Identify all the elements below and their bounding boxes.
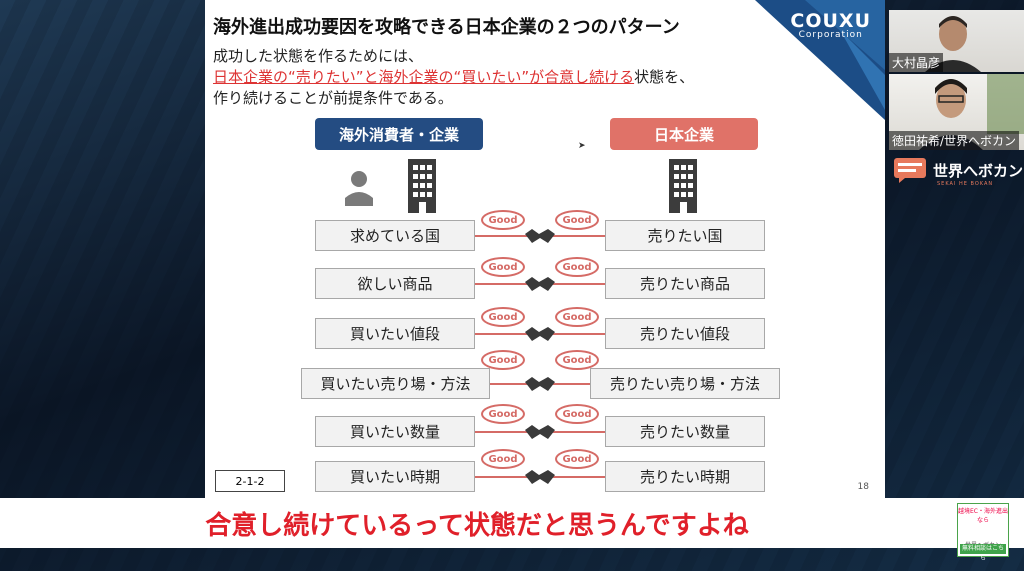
caption-text: 合意し続けているって状態だと思うんですよね bbox=[205, 510, 749, 541]
good-bubble-left: Good bbox=[481, 307, 525, 327]
row-left-box: 買いたい数量 bbox=[315, 416, 475, 447]
slide-title: 海外進出成功要因を攻略できる日本企業の２つのパターン bbox=[213, 17, 680, 38]
good-bubble-right: Good bbox=[555, 449, 599, 469]
page-number: 18 bbox=[857, 482, 869, 492]
handshake-icon bbox=[525, 470, 555, 484]
row-right-box: 売りたい値段 bbox=[605, 318, 765, 349]
mouse-cursor-icon: ➤ bbox=[578, 141, 586, 151]
subtitle-bar: 合意し続けているって状態だと思うんですよね bbox=[0, 498, 1024, 548]
building-icon-left bbox=[408, 159, 436, 213]
brand-mark-icon bbox=[894, 158, 926, 183]
intro-line-3: 作り続けることが前提条件である。 bbox=[213, 89, 453, 107]
participant-name-2: 徳田祐希/世界へボカン bbox=[889, 131, 1020, 150]
row-left-box: 求めている国 bbox=[315, 220, 475, 251]
row-right-box: 売りたい国 bbox=[605, 220, 765, 251]
participant-name-1: 大村晶彦 bbox=[889, 53, 944, 72]
slide-code: 2-1-2 bbox=[215, 470, 285, 492]
building-icon-right bbox=[669, 159, 697, 213]
slide-intro: 成功した状態を作るためには、 日本企業の“売りたい”と海外企業の“買いたい”が合… bbox=[213, 46, 694, 109]
good-bubble-left: Good bbox=[481, 257, 525, 277]
participant-video-1[interactable]: 大村晶彦 bbox=[889, 10, 1024, 72]
intro-highlight: 日本企業の“売りたい”と海外企業の“買いたい”が合意し続ける bbox=[213, 68, 635, 86]
participant-video-2[interactable]: 徳田祐希/世界へボカン bbox=[889, 74, 1024, 150]
handshake-icon bbox=[525, 277, 555, 291]
brand-tagline: SEKAI HE BOKAN bbox=[937, 181, 994, 187]
intro-line-2: 日本企業の“売りたい”と海外企業の“買いたい”が合意し続ける状態を、 bbox=[213, 67, 694, 88]
good-bubble-left: Good bbox=[481, 404, 525, 424]
logo-sub-text: Corporation bbox=[798, 30, 863, 40]
good-bubble-right: Good bbox=[555, 257, 599, 277]
slide-corner-decoration bbox=[755, 0, 885, 120]
row-left-box: 買いたい時期 bbox=[315, 461, 475, 492]
handshake-icon bbox=[525, 377, 555, 391]
person-icon bbox=[345, 171, 373, 206]
row-left-box: 買いたい値段 bbox=[315, 318, 475, 349]
brand-logo: 世界へボカン bbox=[893, 157, 1023, 183]
good-bubble-right: Good bbox=[555, 404, 599, 424]
header-overseas-consumers: 海外消費者・企業 bbox=[315, 118, 483, 150]
good-bubble-right: Good bbox=[555, 210, 599, 230]
ad-banner[interactable]: 越境EC・海外進出なら 世界へボカン 無料相談はこちら bbox=[957, 503, 1009, 562]
brand-name: 世界へボカン bbox=[933, 161, 1024, 180]
good-bubble-left: Good bbox=[481, 210, 525, 230]
ad-top-text: 越境EC・海外進出なら bbox=[958, 508, 1008, 524]
handshake-icon bbox=[525, 229, 555, 243]
row-left-box: 欲しい商品 bbox=[315, 268, 475, 299]
ad-consult-button[interactable]: 無料相談はこちら bbox=[960, 544, 1006, 562]
presentation-slide: COUXU Corporation 海外進出成功要因を攻略できる日本企業の２つの… bbox=[205, 0, 885, 498]
good-bubble-right: Good bbox=[555, 307, 599, 327]
company-logo: COUXU Corporation bbox=[790, 10, 871, 40]
handshake-icon bbox=[525, 327, 555, 341]
good-bubble-left: Good bbox=[481, 350, 525, 370]
row-right-box: 売りたい時期 bbox=[605, 461, 765, 492]
row-right-box: 売りたい商品 bbox=[605, 268, 765, 299]
intro-line-1: 成功した状態を作るためには、 bbox=[213, 47, 424, 65]
row-right-box: 売りたい数量 bbox=[605, 416, 765, 447]
logo-main-text: COUXU bbox=[790, 10, 871, 32]
intro-line-2-tail: 状態を、 bbox=[634, 68, 695, 86]
header-japanese-companies: 日本企業 bbox=[610, 118, 758, 150]
good-bubble-right: Good bbox=[555, 350, 599, 370]
row-right-box: 売りたい売り場・方法 bbox=[590, 368, 780, 399]
good-bubble-left: Good bbox=[481, 449, 525, 469]
row-left-box: 買いたい売り場・方法 bbox=[301, 368, 490, 399]
handshake-icon bbox=[525, 425, 555, 439]
